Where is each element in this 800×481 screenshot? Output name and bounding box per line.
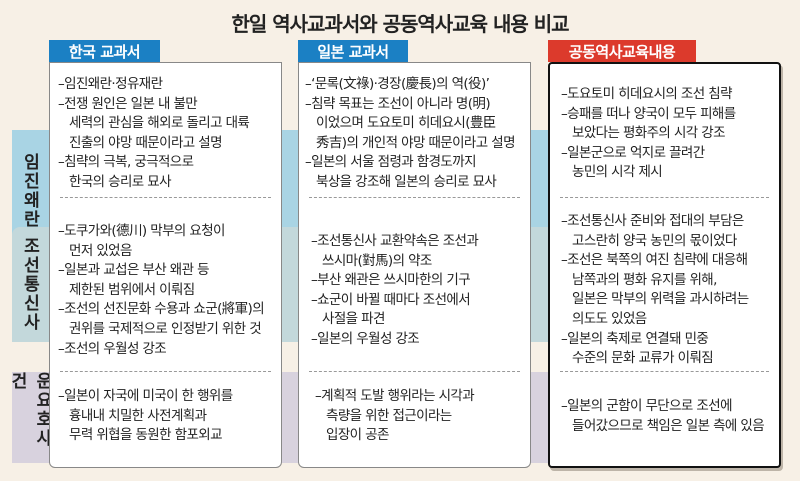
cell-line: 한국의 승리로 묘사 — [69, 173, 172, 190]
cell-line: 먼저 있었음 — [69, 242, 132, 259]
row-label-text: 운요호사건 — [7, 372, 52, 448]
row-label-tongsinsa: 조선통신사 — [12, 227, 48, 342]
cell-line: –계획적 도발 행위라는 시각과 — [315, 388, 475, 404]
cell-line: 사절을 파견 — [322, 311, 385, 328]
cell-line: 이었으며 도요토미 히데요시(豊臣 — [316, 115, 496, 132]
cell-line: –침략의 극복, 궁극적으로 — [58, 154, 194, 171]
row-divider — [560, 371, 769, 372]
column-header-korea: 한국 교과서 — [49, 40, 160, 62]
cell-line: –임진왜란·정유재란 — [58, 76, 163, 92]
cell-line: 秀吉)의 개인적 야망 때문이라고 설명 — [316, 134, 516, 151]
cell-line: 수준의 문화 교류가 이뤄짐 — [572, 350, 714, 367]
cell-line: 흉내내 치밀한 사전계획과 — [69, 407, 207, 424]
cell-line: 쓰시마(對馬)의 약조 — [322, 252, 432, 269]
cell-line: –조선의 선진문화 수용과 쇼군(將軍)의 — [58, 301, 265, 318]
cell-line: 고스란히 양국 농민의 몫이었다 — [572, 232, 737, 249]
cell-line: –전쟁 원인은 일본 내 불만 — [58, 95, 198, 112]
cell-line: –침략 목표는 조선이 아니라 명(明) — [305, 95, 491, 112]
row-divider — [60, 371, 271, 372]
cell-line: –조선통신사 교환약속은 조선과 — [311, 233, 479, 249]
row-label-text: 임진왜란 — [19, 153, 40, 229]
cell-line: –일본이 자국에 미국이 한 행위를 — [58, 388, 233, 404]
row-divider — [560, 197, 769, 198]
cell-line: 무력 위협을 동원한 함포외교 — [69, 427, 223, 444]
cell-line: 진출의 야망 때문이라고 설명 — [69, 134, 223, 151]
cell-line: 일본은 막부의 위력을 과시하려는 — [572, 291, 749, 308]
cell-line: –일본군으로 억지로 끌려간 — [561, 144, 705, 161]
cell-line: –도쿠가와(德川) 막부의 요청이 — [58, 223, 225, 239]
joint-education-card — [548, 62, 781, 468]
page-title: 한일 역사교과서와 공동역사교육 내용 비교 — [231, 12, 569, 36]
cell-line: 의도도 있었음 — [572, 310, 647, 327]
cell-line: 남쪽과의 평화 유지를 위해, — [572, 271, 717, 288]
cell-line: –일본의 서울 점령과 함경도까지 — [305, 154, 476, 171]
cell-line: 제한된 범위에서 이뤄짐 — [69, 281, 195, 298]
cell-line: –도요토미 히데요시의 조선 침략 — [561, 86, 732, 102]
cell-line: –일본의 우월성 강조 — [311, 330, 420, 347]
cell-line: 들어갔으므로 책임은 일본 측에 있음 — [572, 417, 765, 434]
cell-line: –승패를 떠나 양국이 모두 피해를 — [561, 105, 736, 122]
row-divider — [309, 371, 520, 372]
cell-line: –조선의 우월성 강조 — [58, 340, 167, 357]
column-header-joint: 공동역사교육내용 — [548, 40, 696, 62]
row-divider — [309, 197, 520, 198]
cell-line: –일본과 교섭은 부산 왜관 등 — [58, 262, 210, 279]
cell-line: 입장이 공존 — [326, 427, 389, 444]
cell-line: 세력의 관심을 해외로 돌리고 대륙 — [69, 115, 250, 132]
cell-line: 보았다는 평화주의 시각 강조 — [572, 125, 726, 142]
cell-row0-japan: –‘문록(文祿)·경장(慶長)의 역(役)’ –침략 목표는 조선이 아니라 명(… — [305, 75, 516, 193]
row-label-unyo: 운요호사건 — [7, 372, 52, 463]
row-divider — [60, 197, 271, 198]
korea-textbook-card — [49, 62, 282, 468]
japan-textbook-card — [298, 62, 531, 468]
cell-line: –일본의 축제로 연결돼 민중 — [561, 330, 709, 347]
row-label-text: 조선통신사 — [19, 237, 40, 332]
cell-line: –부산 왜관은 쓰시마한의 기구 — [311, 272, 471, 289]
cell-line: –쇼군이 바뀔 때마다 조선에서 — [311, 291, 471, 308]
cell-line: 농민의 시각 제시 — [572, 164, 663, 181]
cell-line: –조선통신사 준비와 접대의 부담은 — [561, 213, 744, 229]
column-header-japan: 일본 교과서 — [298, 40, 408, 62]
cell-line: –일본의 군함이 무단으로 조선에 — [561, 398, 732, 414]
cell-line: 권위를 국제적으로 인정받기 위한 것 — [69, 320, 262, 337]
cell-line: –조선은 북쪽의 여진 침략에 대응해 — [561, 252, 748, 269]
cell-line: 북상을 강조해 일본의 승리로 묘사 — [316, 173, 497, 190]
cell-line: 측량을 위한 접근이라는 — [326, 407, 452, 424]
cell-line: –‘문록(文祿)·경장(慶長)의 역(役)’ — [305, 76, 490, 92]
